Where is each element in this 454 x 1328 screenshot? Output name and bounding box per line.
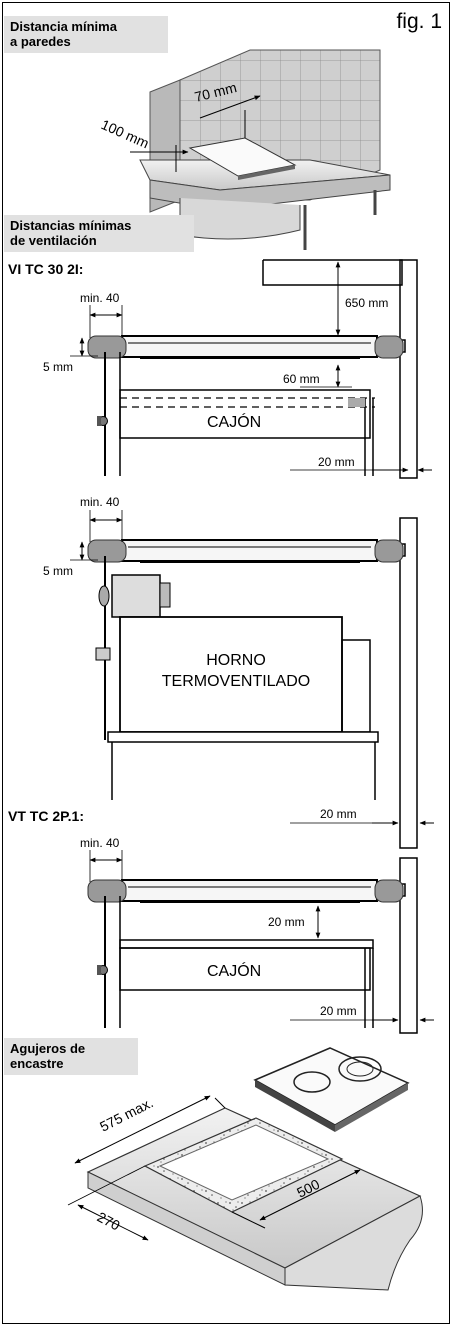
min40-label-2: min. 40 [80,495,120,509]
dim-gap-label-3: 20 mm [268,915,305,929]
cutout-ext-line [214,1097,226,1109]
seal-right-3 [374,879,404,903]
dim-wall-label: 20 mm [318,455,355,469]
seal-right-2 [374,539,404,563]
model-label-2: VT TC 2P.1: [8,808,84,824]
hob-body-2 [121,539,378,562]
worktop-right-edge [284,1195,423,1291]
dim-gap-label: 60 mm [283,372,320,386]
hob-top-edge [255,1080,335,1132]
hob-body-3 [121,879,378,902]
model-label-1: VI TC 30 2I: [8,261,84,277]
oven-control-knob [159,582,171,608]
min40-label-3: min. 40 [80,836,120,850]
dim-500-ext [231,1211,266,1229]
cutout-hole-inner [158,1124,330,1201]
drawer-top-rail-3 [119,939,374,949]
drawer-1 [119,389,371,439]
dim-270-ext [67,1165,146,1206]
dim-side-label: 5 mm [43,360,73,374]
section-title-walls: Distancia mínima a paredes [4,16,168,53]
cooking-zone-1 [293,1071,331,1093]
oven-shelf [107,731,379,743]
hob-body-1 [121,335,378,358]
drawer-3 [119,947,371,991]
min40-label: min. 40 [80,291,120,305]
cutout-diagram: 575 max. 500 270 [67,1047,423,1291]
seal-left-3 [87,879,127,903]
side-wall-3 [399,857,418,1034]
dim-270-arrow [77,1204,149,1241]
cabinet-front [179,198,301,240]
drawer-label: CAJÓN [207,412,261,431]
seal-right [374,335,404,359]
oven-install-diagram: min. 40 5 mm HORNO TERMOVENTILADO 20 mm [43,495,434,849]
dim-500-arrow [259,1169,361,1221]
dim-side-label: 100 mm [99,116,152,151]
hob-top-view [253,1047,410,1126]
dim-575-label: 575 max. [97,1094,156,1134]
dim-arrow-back [199,95,261,119]
section-title-ventilation: Distancias mínimas de ventilación [4,215,194,252]
dim-wall-label-3: 20 mm [320,1004,357,1018]
figure-label: fig. 1 [396,10,442,33]
drawer-install-diagram: min. 40 650 mm 60 mm 5 mm CAJÓN 20 mm [43,259,432,479]
cooking-zone-2-inner [346,1061,374,1077]
upper-cabinet [262,259,403,286]
hob-3d-edge [238,165,295,180]
oven-label-line2: TERMOVENTILADO [162,673,310,690]
oven-knob [98,585,110,607]
dim-top-label: 650 mm [345,296,388,310]
drawer-label-3: CAJÓN [207,961,261,980]
drawer-install-diagram-2: min. 40 20 mm CAJÓN 20 mm [80,836,434,1034]
cooking-zone-2 [338,1056,382,1082]
dim-side-label-2: 5 mm [43,564,73,578]
oven-back [341,639,371,733]
dim-wall-label-2: 20 mm [320,807,357,821]
oven-control-panel [111,574,161,618]
wall-distance-diagram: 70 mm 100 mm [99,49,391,250]
section-title-cutout: Agujeros de encastre [4,1038,138,1075]
oven-label-line1: HORNO [206,652,266,669]
oven-handle [95,647,111,661]
dim-270-label: 270 [95,1209,123,1234]
hob-top-edge-right [335,1083,408,1132]
oven-body [119,616,343,733]
drawer-rail [348,398,365,407]
side-wall [399,259,418,479]
side-wall-2 [399,517,418,849]
seal-left [87,335,127,359]
dim-575-arrow [74,1095,211,1164]
seal-left-2 [87,539,127,563]
